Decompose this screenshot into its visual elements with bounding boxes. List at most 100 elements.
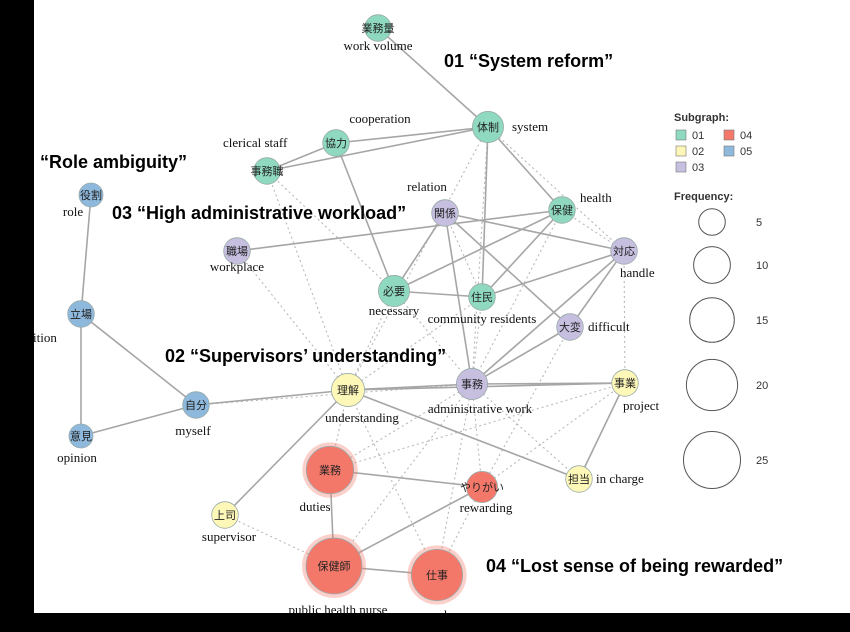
node-circle	[305, 537, 363, 595]
node-en-label: work volume	[344, 38, 413, 53]
node-en-label: duties	[299, 499, 330, 514]
node-iken[interactable]: 意見 opinion	[57, 423, 97, 465]
legend-size-circle-5	[698, 208, 726, 236]
legend-swatch-01	[675, 129, 687, 141]
node-hitsuyo[interactable]: 必要 necessary	[369, 275, 420, 318]
node-jp-label: 保健師	[318, 559, 351, 573]
node-jp-label: 業務量	[362, 21, 395, 35]
node-jp-label: 協力	[325, 137, 347, 150]
node-en-label: clerical staff	[223, 135, 288, 150]
legend-label-01: 01	[692, 130, 704, 142]
node-en-label: myself	[175, 423, 211, 438]
node-jibun[interactable]: 自分 myself	[175, 391, 211, 438]
node-circle	[565, 465, 593, 493]
edge-dotted-taio-jigyo	[623, 250, 626, 384]
edge-gyomu-yarigai	[329, 469, 483, 488]
node-circle	[305, 445, 355, 495]
edge-taisei-hoken	[487, 126, 563, 211]
node-circle	[253, 157, 281, 185]
edge-dotted-rikai-shigoto	[347, 389, 438, 576]
edge-dotted-taisei-jimu	[471, 126, 489, 385]
group-titles-layer: 01 “System reform” “Role ambiguity” 03 “…	[40, 51, 783, 576]
node-gyomu[interactable]: 業務 duties	[299, 442, 358, 514]
edge-dotted-jumin-rikai	[347, 296, 483, 391]
node-en-label: community residents	[428, 311, 537, 326]
node-jp-label: 自分	[185, 399, 207, 412]
node-circle	[468, 283, 496, 311]
node-circle	[472, 111, 504, 143]
node-circle	[182, 391, 210, 419]
legend-size-circle-20	[685, 358, 739, 412]
edge-dotted-jimushoku-hitsuyo	[266, 170, 395, 292]
node-en-label: opinion	[57, 450, 97, 465]
legend-label-04: 04	[740, 130, 752, 142]
group-title-supervisors-understanding: 02 “Supervisors’ understanding”	[165, 346, 446, 366]
edge-taisei-kyoryoku	[335, 126, 489, 144]
node-en-label: health	[580, 190, 612, 205]
node-jp-label: 事業	[614, 377, 636, 390]
node-jp-label: やりがい	[460, 480, 504, 494]
group-title-high-administrative-workload: 03 “High administrative workload”	[112, 203, 406, 223]
node-jp-label: 理解	[337, 383, 359, 397]
node-circle	[78, 182, 104, 208]
node-jp-label: 職場	[226, 245, 248, 258]
edge-iken-jibun	[80, 404, 197, 437]
node-jp-label: 必要	[383, 285, 405, 298]
edge-dotted-jimu-tanto	[471, 383, 580, 480]
edge-dotted-jimu-yarigai	[471, 383, 483, 488]
edge-dotted-jimu-shigoto	[436, 383, 473, 576]
node-jp-label: 意見	[70, 429, 92, 443]
node-circle	[68, 423, 94, 449]
node-en-label: relation	[407, 179, 447, 194]
legend-label-03: 03	[692, 162, 704, 174]
node-en-label: in charge	[596, 471, 644, 486]
legend-subgraph-title: Subgraph:	[674, 112, 729, 124]
node-jp-label: 役割	[80, 188, 102, 202]
node-jp-label: 立場	[70, 307, 92, 321]
edge-dotted-yarigai-shigoto	[436, 486, 483, 576]
node-circle	[364, 14, 392, 42]
edge-kankei-taihen	[444, 212, 571, 328]
legend-size-circle-15	[689, 297, 735, 343]
node-jigyo[interactable]: 事業 project	[611, 369, 660, 413]
node-tachiba[interactable]: 立場 position	[34, 300, 95, 345]
edge-dotted-jimushoku-rikai	[266, 170, 349, 391]
legend-frequency-title: Frequency:	[674, 191, 733, 203]
node-jp-label: 上司	[214, 509, 236, 522]
node-shigoto[interactable]: 仕事work	[407, 545, 467, 613]
node-gyomuryo[interactable]: 業務量 work volume	[344, 14, 413, 53]
edge-hoken-hitsuyo	[393, 209, 563, 292]
node-jp-label: 業務	[319, 463, 341, 477]
legend-swatch-04	[723, 129, 735, 141]
edge-gyomuryo-taisei	[377, 27, 489, 128]
edge-taisei-jimushoku	[266, 126, 489, 172]
legend-size-label-25: 25	[756, 455, 768, 467]
edge-rikai-joshi	[224, 389, 349, 516]
group-title-role-ambiguity: “Role ambiguity”	[40, 152, 187, 172]
node-en-label: project	[623, 398, 659, 413]
node-jp-label: 対応	[613, 244, 635, 258]
legend-swatch-02	[675, 145, 687, 157]
legend-swatch-05	[723, 145, 735, 157]
node-en-label: necessary	[369, 303, 420, 318]
node-en-label: position	[34, 330, 57, 345]
